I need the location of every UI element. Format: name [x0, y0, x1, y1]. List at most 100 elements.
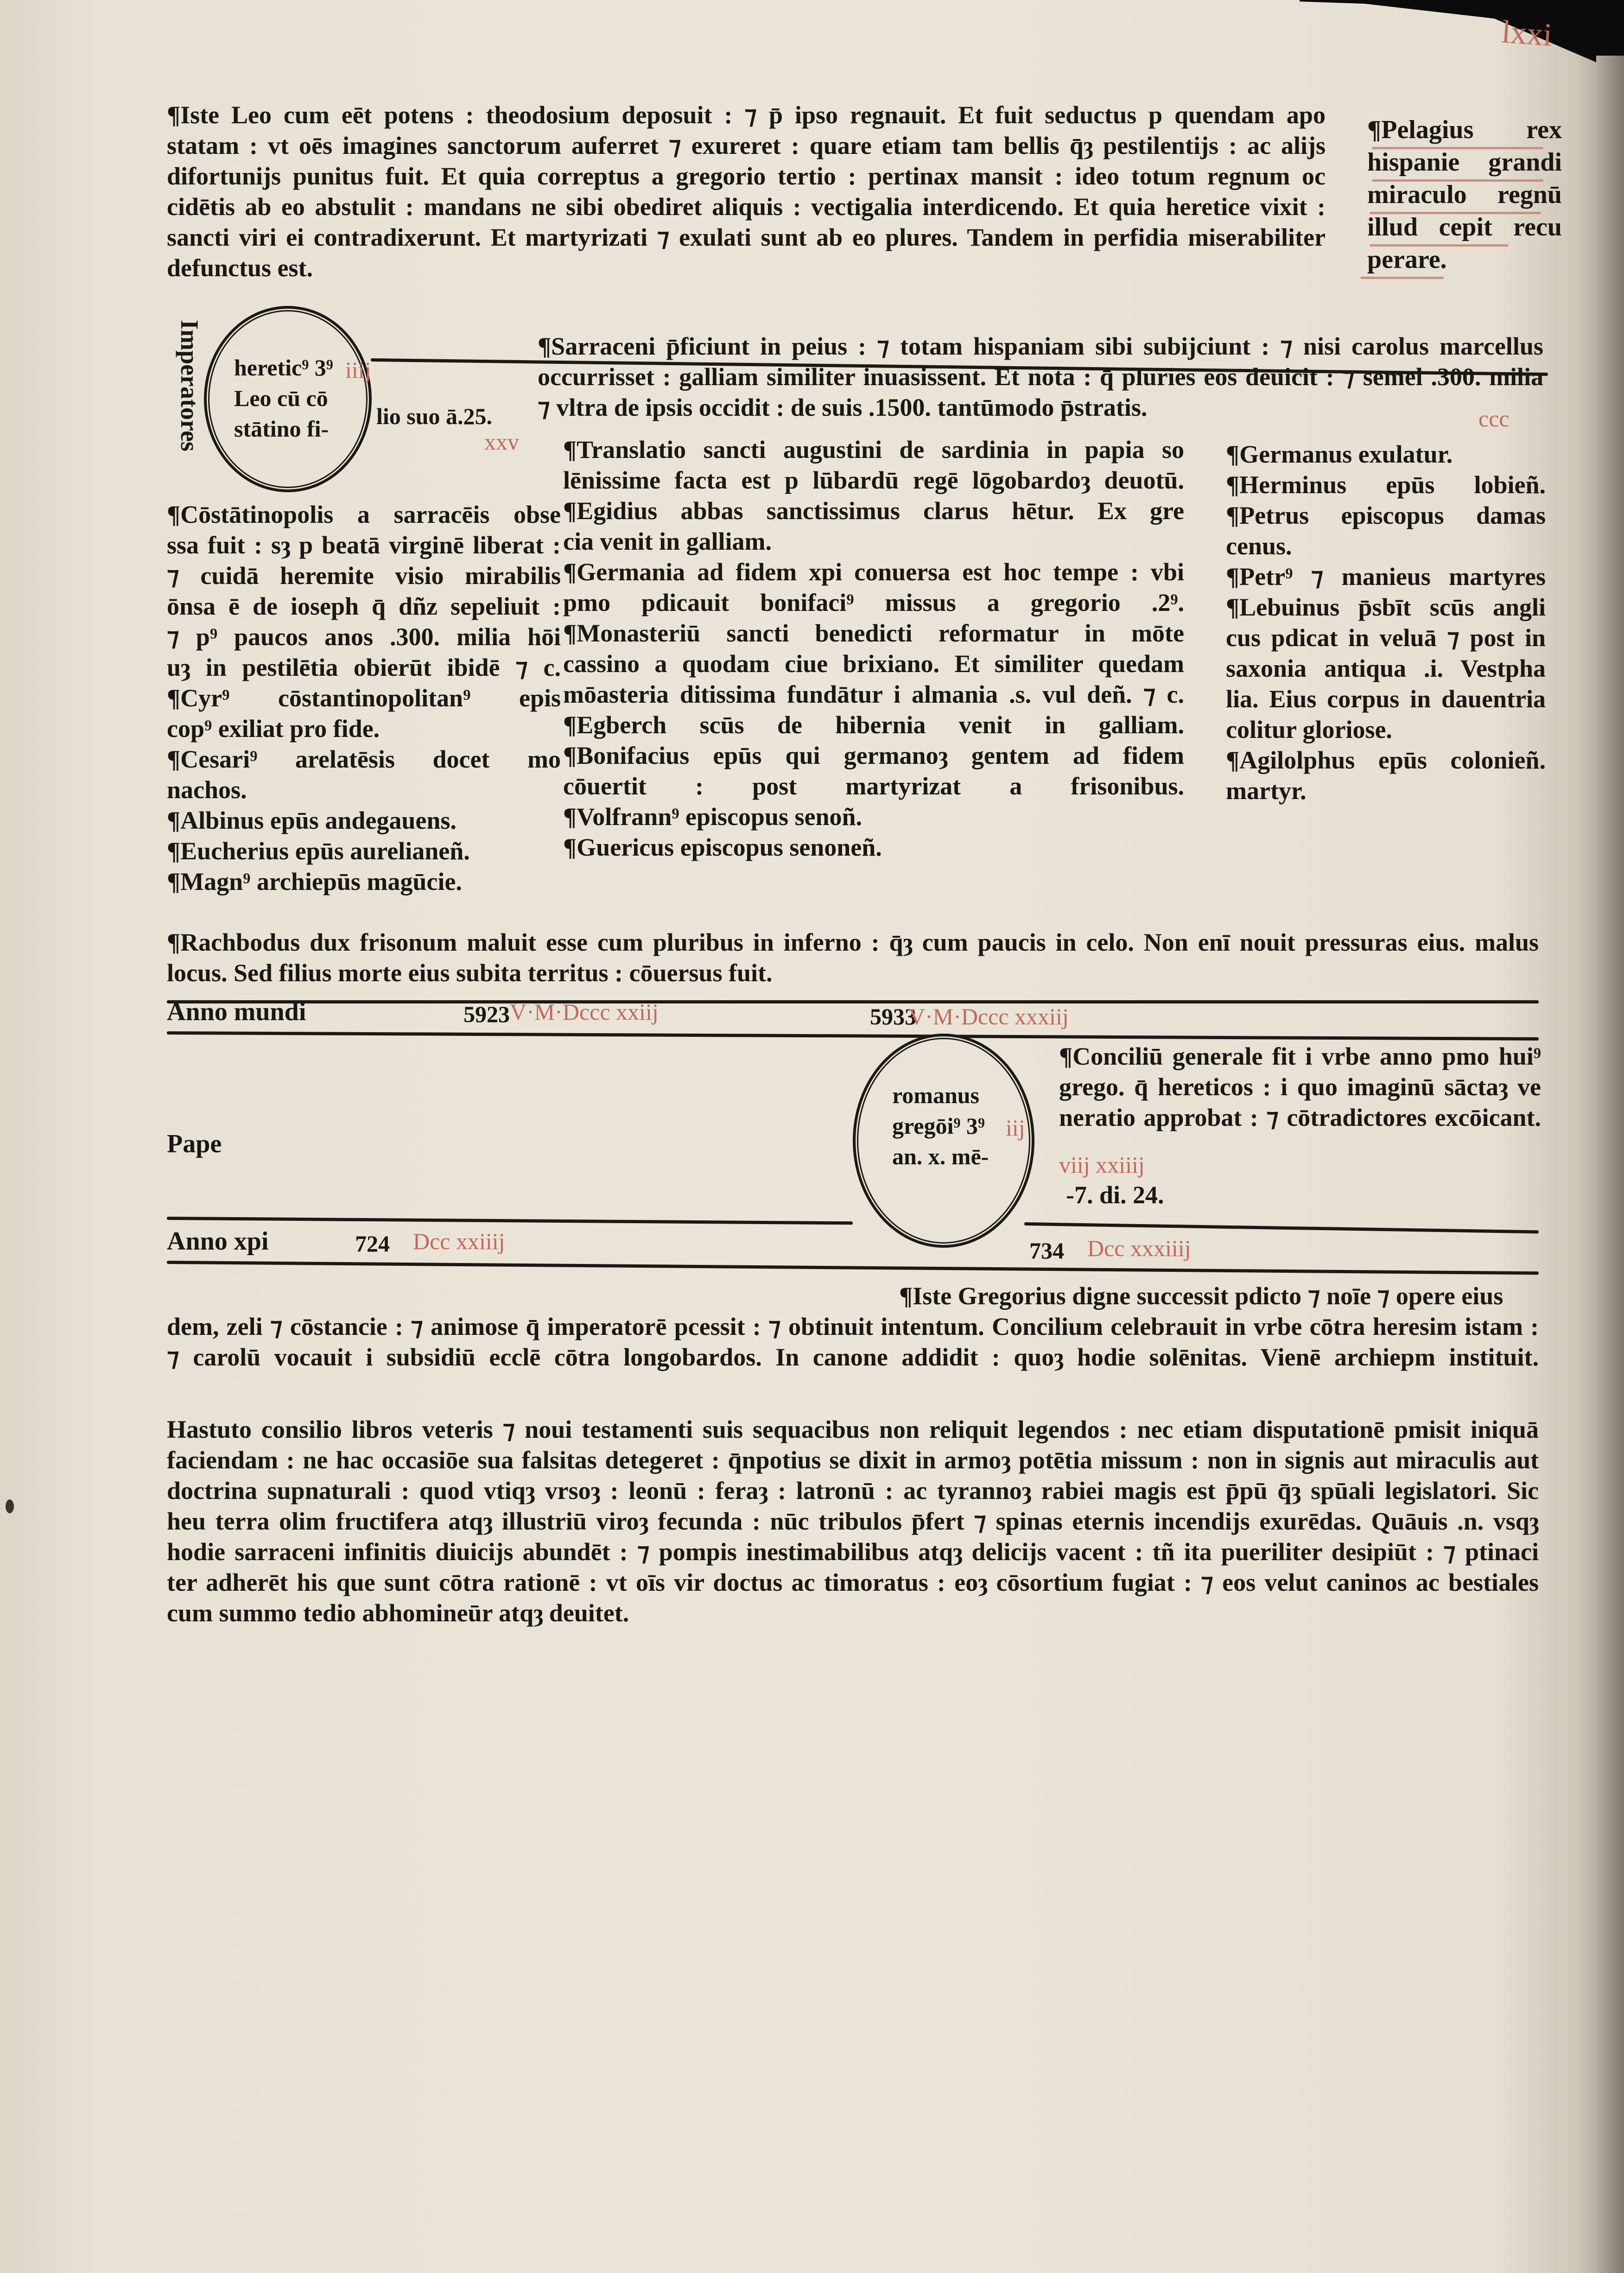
- pope-roundel: [853, 1034, 1034, 1248]
- roundel-line: an. x. mē-: [892, 1143, 989, 1169]
- text-line: ¶Cesari⁹ arelatēsis docet mo: [167, 745, 561, 773]
- text-line: doctrina supnaturali : quod vtiqȝ vrsoȝ …: [167, 1477, 1539, 1505]
- text-line: faciendam : ne hac occasiōe sua falsitas…: [167, 1446, 1539, 1474]
- text-line: ¶Albinus epūs andegauens.: [167, 806, 457, 834]
- text-line: perare.: [1367, 245, 1447, 274]
- anno-christi-red-1: Dcc xxiiij: [413, 1228, 505, 1254]
- anno-christi-top-rule-left: [166, 1217, 853, 1225]
- text-line: heu terra olim fructifera atqȝ illustriū…: [167, 1507, 1539, 1535]
- text-line: cop⁹ exiliat pro fide.: [167, 715, 380, 743]
- pope-regnal-red: iij: [1006, 1115, 1025, 1141]
- emperor-roundel: [204, 306, 372, 492]
- text-line: ¶Petr⁹ ⁊ manieus martyres: [1226, 563, 1546, 590]
- pope-red-note: viij xxiiij: [1059, 1152, 1145, 1178]
- red-underline: [1372, 179, 1543, 182]
- text-line: ¶Iste Leo cum eēt potens : theodosium de…: [167, 101, 1326, 129]
- text-line: ¶Volfrann⁹ episcopus senoñ.: [563, 803, 863, 831]
- page-edge-shadow: [1596, 56, 1624, 2273]
- text-line: ¶Cōstātinopolis a sarracēis obse: [167, 501, 561, 528]
- text-line: ¶Egidius abbas sanctissimus clarus hētur…: [563, 497, 1184, 525]
- text-line: ¶Sarraceni p̄ficiunt in peius : ⁊ totam …: [538, 332, 1543, 360]
- text-line: statam : vt oēs imagines sanctorum aufer…: [167, 132, 1326, 159]
- text-line: difortunijs punitus fuit. Et quia correp…: [167, 162, 1326, 190]
- text-line: ¶Pelagius rex: [1367, 115, 1562, 144]
- text-line: cia venit in galliam.: [563, 527, 772, 555]
- pope-continuation: -7. di. 24.: [1066, 1181, 1164, 1209]
- text-line: ¶Petrus episcopus damas: [1226, 502, 1546, 529]
- sarraceni-red-note: ccc: [1478, 406, 1510, 432]
- anno-christi-bottom-rule: [166, 1261, 1539, 1275]
- scan-background-corner: [1300, 0, 1624, 74]
- text-line: ¶Conciliū generale fit i vrbe anno pmo h…: [1059, 1042, 1541, 1070]
- text-line: cum summo tedio abhomineūr atqȝ deuitet.: [167, 1599, 629, 1627]
- text-line: ¶Translatio sancti augustini de sardinia…: [563, 436, 1184, 463]
- text-line: pmo pdicauit bonifaci⁹ missus a gregorio…: [563, 589, 1184, 616]
- text-line: ¶Egberch scūs de hibernia venit in galli…: [563, 711, 1184, 739]
- anno-christi-red-2: Dcc xxxiiij: [1087, 1235, 1191, 1261]
- text-line: ⁊ cuidā heremite visio mirabilis: [167, 562, 561, 590]
- imperatores-label: Imperatores: [176, 320, 203, 451]
- text-line: ¶Germanus exulatur.: [1226, 440, 1453, 468]
- anno-christi-top-rule-right: [1024, 1222, 1539, 1234]
- text-line: ¶Guericus episcopus senoneñ.: [563, 833, 882, 861]
- text-line: cassino a quodam ciue brixiano. Et simil…: [563, 650, 1184, 678]
- text-line: cōuertit : post martyrizat a frisonibus.: [563, 772, 1185, 800]
- text-line: ⁊ p⁹ paucos anos .300. milia hōi: [167, 623, 561, 651]
- top-paragraph: ¶Iste Leo cum eēt potens : theodosium de…: [167, 100, 1326, 283]
- hastuto-paragraph: Hastuto consilio libros veteris ⁊ noui t…: [167, 1414, 1539, 1628]
- ink-blot: [6, 1499, 14, 1513]
- text-line: ¶Cyr⁹ cōstantinopolitan⁹ epis: [167, 684, 561, 712]
- emperor-regnal-red: iiij: [345, 357, 371, 383]
- pape-label: Pape: [167, 1130, 222, 1158]
- red-underline: [1370, 212, 1541, 214]
- anno-mundi-label: Anno mundi: [167, 997, 306, 1026]
- text-line: dem, zeli ⁊ cōstancie : ⁊ animose q̄ imp…: [167, 1313, 1539, 1340]
- text-line: cus pdicat in veluā ⁊ post in: [1226, 624, 1546, 652]
- anno-christi-year-1: 724: [355, 1231, 390, 1257]
- red-underline: [1370, 244, 1509, 247]
- text-line: nachos.: [167, 776, 247, 804]
- text-line: Hastuto consilio libros veteris ⁊ noui t…: [167, 1416, 1539, 1443]
- text-line: ¶Herminus epūs lobieñ.: [1226, 471, 1546, 499]
- roundel-line: gregōi⁹ 3⁹: [892, 1113, 985, 1139]
- text-line: saxonia antiqua .i. Vestpha: [1226, 654, 1546, 682]
- text-line: uȝ in pestilētia obierūt ibidē ⁊ c.: [167, 654, 561, 681]
- emperor-red-years: xxv: [484, 429, 519, 455]
- text-line: ¶Eucherius epūs aurelianeñ.: [167, 837, 470, 865]
- text-line: ¶Agilolphus epūs colonieñ.: [1226, 746, 1546, 774]
- text-line: ⁊ carolū vocauit i subsidiū ecclē cōtra …: [167, 1343, 1539, 1371]
- roundel-line: romanus: [892, 1082, 980, 1108]
- red-underline: [1372, 147, 1543, 149]
- roundel-line: Leo cū cō: [234, 385, 328, 411]
- text-line: hodie sarraceni infinitis diuicijs abund…: [167, 1538, 1539, 1566]
- text-line: colitur gloriose.: [1226, 716, 1392, 743]
- text-line: ¶Bonifacius epūs qui germanoȝ gentem ad …: [563, 742, 1185, 769]
- text-line: sancti viri ei contradixerunt. Et martyr…: [167, 223, 1326, 251]
- pope-roundel-text: romanus gregōi⁹ 3⁹ an. x. mē-: [892, 1080, 989, 1172]
- emperor-roundel-text: heretic⁹ 3⁹ Leo cū cō stātino fi-: [234, 352, 333, 444]
- text-line: ¶Magn⁹ archiepūs magūcie.: [167, 868, 462, 895]
- text-line: ¶Lebuinus p̄sbīt scūs angli: [1226, 593, 1546, 621]
- anno-christi-label: Anno xpi: [167, 1227, 269, 1256]
- sarraceni-paragraph: ¶Sarraceni p̄ficiunt in peius : ⁊ totam …: [538, 331, 1543, 423]
- column-middle: ¶Translatio sancti augustini de sardinia…: [563, 433, 1184, 862]
- rachbodus-paragraph: ¶Rachbodus dux frisonum maluit esse cum …: [167, 927, 1539, 988]
- folio-number: lxxi: [1500, 14, 1554, 53]
- text-line: locus. Sed filius morte eius subita terr…: [167, 959, 773, 987]
- text-line: lia. Eius corpus in dauentria: [1226, 685, 1546, 713]
- anno-mundi-red-1: V·M·Dccc xxiij: [510, 999, 659, 1025]
- text-line: ¶Iste Gregorius digne successit pdicto ⁊…: [899, 1282, 1503, 1310]
- text-line: ¶Monasteriū sancti benedicti reformatur …: [563, 619, 1184, 647]
- text-line: neratio approbat : ⁊ cōtradictores excōi…: [1059, 1104, 1541, 1131]
- text-line: illud cepit recu: [1367, 213, 1562, 241]
- roundel-line: stātino fi-: [234, 416, 329, 442]
- text-line: lēnissime facta est p lūbardū regē lōgob…: [563, 466, 1184, 494]
- red-underline: [1360, 277, 1444, 279]
- text-line: ⁊ vltra de ipsis occidit : de suis .1500…: [538, 394, 1148, 421]
- anno-mundi-top-rule: [167, 1000, 1539, 1003]
- text-line: hispanie grandi: [1367, 148, 1562, 177]
- text-line: grego. q̄ hereticos : i quo imaginū sāct…: [1059, 1073, 1542, 1101]
- text-line: defunctus est.: [167, 254, 313, 282]
